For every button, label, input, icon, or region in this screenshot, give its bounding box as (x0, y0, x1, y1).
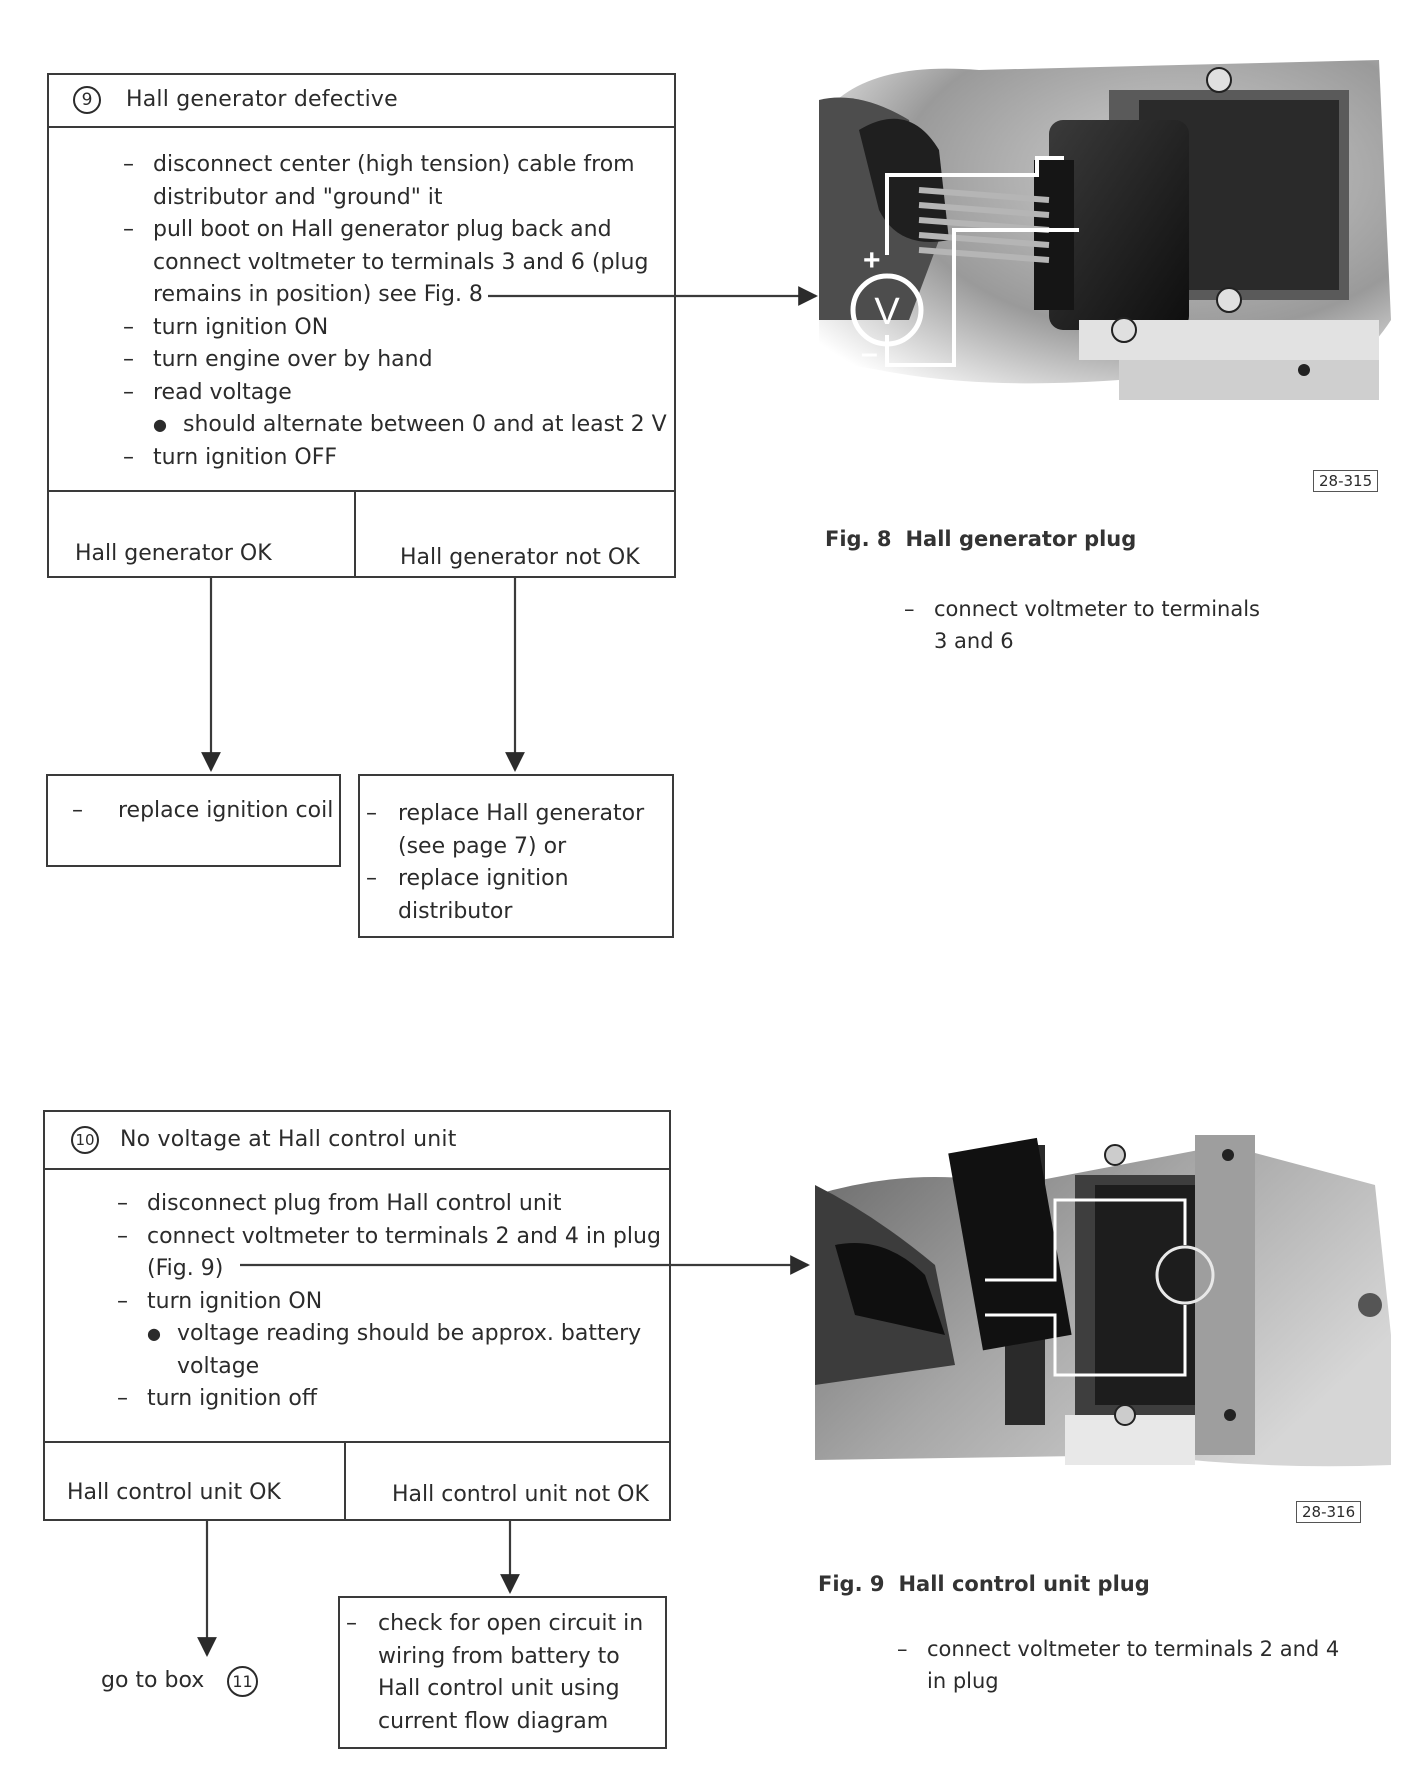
step-item: pull boot on Hall generator plug back an… (123, 214, 667, 312)
result-line: –replace ignition coil (72, 798, 334, 823)
fig-8-note: –connect voltmeter to terminals 3 and 6 (904, 593, 1260, 657)
result-line: –connect voltmeter to terminals (904, 593, 1260, 625)
box-10-not-ok-label: Hall control unit not OK (392, 1482, 649, 1507)
box-10-ok: Hall control unit OK (45, 1443, 346, 1519)
box-9-not-ok-result: –replace Hall generator(see page 7) or –r… (358, 774, 674, 938)
result-line: wiring from battery to (378, 1643, 620, 1669)
hall-generator-plug-photo: V + – (819, 60, 1391, 400)
fig-9-title: Hall control unit plug (898, 1572, 1150, 1596)
fig-9-number: Fig. 9 (818, 1572, 885, 1596)
voltmeter-minus: – (861, 337, 878, 370)
box-10-number: 10 (71, 1126, 99, 1154)
step-line: disconnect plug from Hall control unit (147, 1191, 562, 1216)
box-9-outcomes: Hall generator OK Hall generator not OK (49, 490, 674, 576)
fig-8-number: Fig. 8 (825, 527, 892, 551)
step-line: voltage (177, 1353, 260, 1379)
fig-8-caption: Fig. 8 Hall generator plug (825, 527, 1136, 551)
step-line: turn ignition off (147, 1386, 318, 1411)
result-line: –check for open circuit in (346, 1608, 643, 1641)
box-10-title: No voltage at Hall control unit (120, 1127, 457, 1152)
step-line: remains in position) see Fig. 8 (153, 282, 483, 307)
step-line: voltage reading should be approx. batter… (177, 1321, 642, 1346)
fig-8-title: Hall generator plug (905, 527, 1137, 551)
fig-9-photo (815, 1125, 1391, 1525)
result-line: distributor (398, 898, 513, 924)
box-10-not-ok: Hall control unit not OK (346, 1443, 669, 1519)
step-item: read voltage (123, 377, 667, 410)
voltmeter-symbol: V (874, 291, 900, 333)
result-line: –connect voltmeter to terminals 2 and 4 (897, 1633, 1339, 1665)
box-9-header: 9 Hall generator defective (49, 75, 674, 128)
check-item: should alternate between 0 and at least … (123, 409, 667, 442)
dash-mark: – (72, 798, 83, 823)
step-line: turn ignition ON (147, 1288, 323, 1314)
result-line: –replace Hall generator (366, 798, 644, 831)
step-item: disconnect plug from Hall control unit (117, 1188, 661, 1221)
step-item: turn engine over by hand (123, 344, 667, 377)
fig-8-tag: 28-315 (1313, 470, 1379, 492)
box-9-steps: disconnect center (high tension) cable f… (123, 149, 667, 474)
step-line: distributor and "ground" it (153, 184, 443, 210)
step-line: should alternate between 0 and at least … (183, 412, 667, 437)
result-line: (see page 7) or (398, 833, 567, 859)
step-item: connect voltmeter to terminals 2 and 4 i… (117, 1221, 661, 1286)
goto-text: go to box (101, 1668, 205, 1693)
box-9-not-ok-result-text: –replace Hall generator(see page 7) or –r… (366, 798, 644, 928)
dash-mark: – (897, 1637, 908, 1661)
result-line: –replace ignition (366, 863, 644, 896)
box-10: 10 No voltage at Hall control unit disco… (43, 1110, 671, 1521)
box-10-outcomes: Hall control unit OK Hall control unit n… (45, 1441, 669, 1519)
step-item: turn ignition off (117, 1383, 661, 1416)
box-9-ok-result: –replace ignition coil (46, 774, 341, 867)
result-line: 3 and 6 (934, 629, 1014, 653)
step-line: turn ignition OFF (153, 444, 338, 470)
box-9-title: Hall generator defective (126, 87, 398, 112)
goto-box-11: go to box 11 (101, 1666, 258, 1697)
step-line: (Fig. 9) (147, 1256, 224, 1281)
box-9-not-ok: Hall generator not OK (356, 492, 674, 576)
box-9-ok-label: Hall generator OK (75, 541, 272, 566)
voltmeter-plus: + (863, 244, 881, 277)
fig-8-photo: V + – (819, 60, 1391, 452)
goto-number: 11 (227, 1666, 258, 1697)
step-item: disconnect center (high tension) cable f… (123, 149, 667, 214)
fig-9-note: –connect voltmeter to terminals 2 and 4 i… (897, 1633, 1339, 1697)
step-line: connect voltmeter to terminals 2 and 4 i… (147, 1223, 661, 1249)
box-9-ok-result-text: –replace ignition coil (72, 798, 333, 823)
step-line: connect voltmeter to terminals 3 and 6 (… (153, 249, 649, 275)
box-9: 9 Hall generator defective disconnect ce… (47, 73, 676, 578)
step-line: pull boot on Hall generator plug back an… (153, 217, 612, 242)
dash-mark: – (366, 801, 377, 826)
box-9-not-ok-label: Hall generator not OK (400, 545, 640, 570)
hall-control-unit-plug-photo (815, 1135, 1391, 1467)
result-line: Hall control unit using (378, 1676, 620, 1701)
step-line: turn engine over by hand (153, 347, 433, 372)
step-line: disconnect center (high tension) cable f… (153, 152, 635, 177)
box-10-ok-label: Hall control unit OK (67, 1480, 281, 1505)
result-line: current flow diagram (378, 1708, 609, 1734)
box-9-number: 9 (73, 86, 101, 114)
dash-mark: – (366, 866, 377, 891)
step-line: turn ignition ON (153, 314, 329, 340)
step-line: read voltage (153, 379, 292, 405)
box-10-steps: disconnect plug from Hall control unit co… (117, 1188, 661, 1416)
dash-mark: – (346, 1611, 357, 1636)
step-item: turn ignition ON (117, 1286, 661, 1319)
dash-mark: – (904, 597, 915, 621)
result-line: in plug (927, 1669, 999, 1693)
step-item: turn ignition OFF (123, 442, 667, 475)
box-10-header: 10 No voltage at Hall control unit (45, 1112, 669, 1170)
fig-9-caption: Fig. 9 Hall control unit plug (818, 1572, 1150, 1596)
box-9-ok: Hall generator OK (49, 492, 356, 576)
fig-9-tag: 28-316 (1296, 1501, 1362, 1523)
step-item: turn ignition ON (123, 312, 667, 345)
check-item: voltage reading should be approx. batter… (117, 1318, 661, 1383)
voltmeter-icon: V (850, 273, 924, 347)
